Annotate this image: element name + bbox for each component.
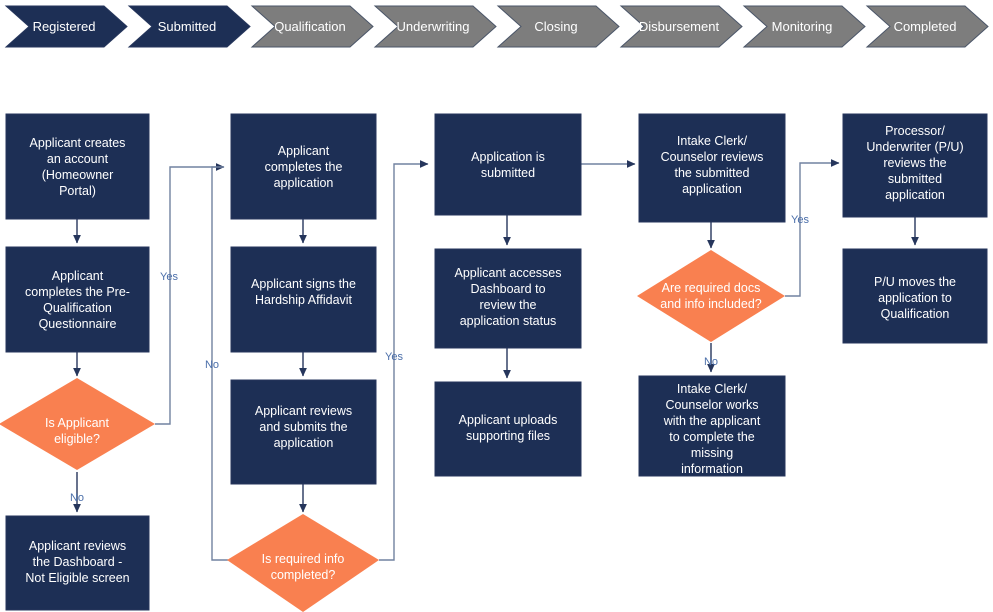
node-not-eligible-screen[interactable]: Applicant reviews the Dashboard - Not El… <box>5 515 150 611</box>
decision-is-applicant-eligible[interactable]: Is Applicant eligible? <box>0 378 155 470</box>
node-applicant-uploads-files[interactable]: Applicant uploads supporting files <box>434 381 582 477</box>
node-text-line: Intake Clerk/ <box>677 382 748 396</box>
connector-d2-n7-yes <box>379 160 429 561</box>
node-text-line: supporting files <box>466 429 550 443</box>
node-intake-clerk-completes-missing-info[interactable]: Intake Clerk/ Counselor works with the a… <box>638 375 786 477</box>
node-text-line: missing <box>691 446 733 460</box>
stage-chevron-label: Closing <box>534 19 577 34</box>
connector-d1-n4-yes <box>155 163 225 425</box>
node-text-line: Underwriter (P/U) <box>866 140 963 154</box>
stage-chevron-label: Completed <box>894 19 957 34</box>
node-text-line: and submits the <box>259 420 347 434</box>
stage-chevron-label: Monitoring <box>772 19 833 34</box>
node-text-line: Intake Clerk/ <box>677 134 748 148</box>
stage-chevron-label: Registered <box>33 19 96 34</box>
stage-chevron-completed[interactable]: Completed <box>865 5 989 48</box>
node-text-line: application <box>274 176 334 190</box>
stage-chevron-label: Submitted <box>158 19 217 34</box>
node-text-line: to complete the <box>669 430 755 444</box>
node-text-line: with the applicant <box>663 414 761 428</box>
decision-are-required-docs-included[interactable]: Are required docs and info included? <box>637 250 785 342</box>
node-text-line: Applicant <box>52 269 104 283</box>
connector-d2-n4-no <box>211 166 228 561</box>
node-text-line: application <box>885 188 945 202</box>
edge-label-no-required-info: No <box>205 359 219 371</box>
node-text-line: application status <box>460 314 557 328</box>
node-text-line: application to <box>878 291 952 305</box>
stage-chevron-submitted[interactable]: Submitted <box>127 5 251 48</box>
node-text-line: the submitted <box>674 166 749 180</box>
node-text-line: Portal) <box>59 184 96 198</box>
node-text-line: (Homeowner <box>42 168 114 182</box>
node-applicant-creates-account[interactable]: Applicant creates an account (Homeowner … <box>5 113 150 220</box>
node-text-line: Counselor reviews <box>661 150 764 164</box>
node-text-line: completes the <box>265 160 343 174</box>
connectors <box>73 159 919 561</box>
stage-chevron-qualification[interactable]: Qualification <box>250 5 374 48</box>
node-text-line: Counselor works <box>665 398 758 412</box>
stage-chevron-monitoring[interactable]: Monitoring <box>742 5 866 48</box>
node-text-line: completed? <box>271 568 336 582</box>
node-text-line: Application is <box>471 150 545 164</box>
node-text-line: the Dashboard - <box>33 555 123 569</box>
node-text-line: P/U moves the <box>874 275 956 289</box>
edge-label-yes-eligible: Yes <box>160 271 178 283</box>
node-text-line: information <box>681 462 743 476</box>
node-applicant-completes-application[interactable]: Applicant completes the application <box>230 113 377 220</box>
stage-chevron-label: Underwriting <box>397 19 470 34</box>
node-text-line: eligible? <box>54 432 100 446</box>
stage-chevron-label: Disbursement <box>639 19 720 34</box>
edge-label-no-eligible: No <box>70 492 84 504</box>
node-intake-clerk-reviews-application[interactable]: Intake Clerk/ Counselor reviews the subm… <box>638 113 786 223</box>
node-processor-underwriter-reviews[interactable]: Processor/ Underwriter (P/U) reviews the… <box>842 113 988 218</box>
node-text-line: Is Applicant <box>45 416 109 430</box>
node-text-line: Processor/ <box>885 124 945 138</box>
node-text-line: review the <box>480 298 537 312</box>
stage-chevron-registered[interactable]: Registered <box>4 5 128 48</box>
edge-labels: Yes No No Yes No Yes <box>70 214 809 504</box>
node-text-line: Applicant reviews <box>255 404 352 418</box>
node-text-line: submitted <box>481 166 535 180</box>
node-text-line: Dashboard to <box>470 282 545 296</box>
node-text-line: Applicant uploads <box>459 413 558 427</box>
edge-label-no-required-docs: No <box>704 356 718 368</box>
node-text-line: application <box>682 182 742 196</box>
node-application-is-submitted[interactable]: Application is submitted <box>434 113 582 216</box>
stage-chevron-closing[interactable]: Closing <box>496 5 620 48</box>
node-prequalification-questionnaire[interactable]: Applicant completes the Pre- Qualificati… <box>5 246 150 353</box>
node-text-line: reviews the <box>883 156 946 170</box>
node-text-line: Applicant reviews <box>29 539 126 553</box>
node-text-line: Qualification <box>43 301 112 315</box>
node-text-line: Applicant creates <box>30 136 126 150</box>
edge-label-yes-required-docs: Yes <box>791 214 809 226</box>
stage-chevron-disbursement[interactable]: Disbursement <box>619 5 743 48</box>
stage-bar: Registered Submitted Qualification Under… <box>4 5 989 48</box>
node-text-line: Questionnaire <box>39 317 117 331</box>
node-text-line: Applicant accesses <box>454 266 561 280</box>
node-text-line: Hardship Affidavit <box>255 293 353 307</box>
node-text-line: and info included? <box>660 297 762 311</box>
node-text-line: completes the Pre- <box>25 285 130 299</box>
stage-chevron-label: Qualification <box>274 19 346 34</box>
node-text-line: Is required info <box>262 552 345 566</box>
node-sign-hardship-affidavit[interactable]: Applicant signs the Hardship Affidavit <box>230 246 377 353</box>
node-review-and-submit-application[interactable]: Applicant reviews and submits the applic… <box>230 379 377 485</box>
node-text-line: an account <box>47 152 109 166</box>
stage-chevron-underwriting[interactable]: Underwriting <box>373 5 497 48</box>
node-text-line: Not Eligible screen <box>25 571 129 585</box>
node-text-line: Applicant <box>278 144 330 158</box>
node-text-line: submitted <box>888 172 942 186</box>
decision-is-required-info-completed[interactable]: Is required info completed? <box>227 514 379 612</box>
edge-label-yes-required-info: Yes <box>385 351 403 363</box>
node-text-line: Qualification <box>881 307 950 321</box>
connector-d3-n12-yes <box>785 159 840 297</box>
node-text-line: Are required docs <box>662 281 761 295</box>
node-applicant-accesses-dashboard[interactable]: Applicant accesses Dashboard to review t… <box>434 248 582 349</box>
node-text-line: Applicant signs the <box>251 277 356 291</box>
node-text-line: application <box>274 436 334 450</box>
node-pu-moves-to-qualification[interactable]: P/U moves the application to Qualificati… <box>842 248 988 344</box>
